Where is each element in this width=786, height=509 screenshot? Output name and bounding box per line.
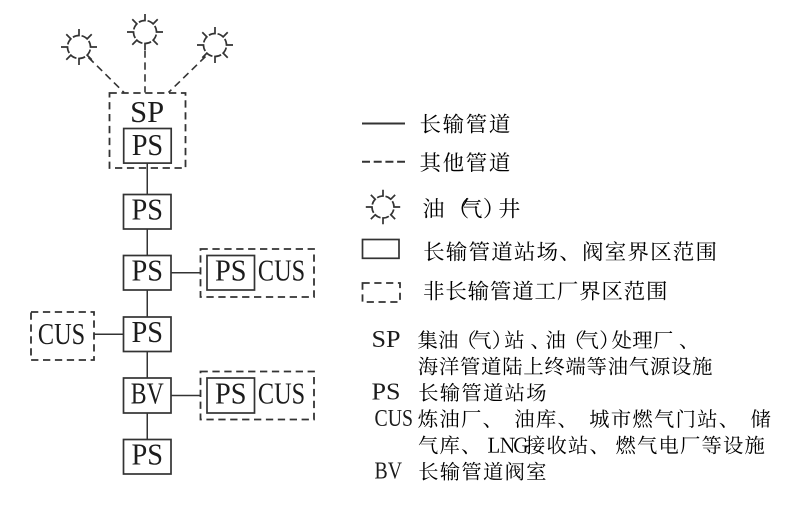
svg-text:BV: BV: [131, 375, 164, 410]
svg-text:PS: PS: [215, 253, 247, 288]
svg-text:PS: PS: [372, 380, 401, 406]
svg-text:PS: PS: [132, 253, 164, 288]
svg-text:PS: PS: [132, 127, 164, 162]
svg-text:SP: SP: [130, 94, 164, 129]
svg-text:PS: PS: [132, 437, 164, 472]
svg-text:BV: BV: [375, 458, 403, 484]
svg-text:PS: PS: [215, 375, 247, 410]
svg-text:CUS: CUS: [258, 375, 305, 410]
svg-text:CUS: CUS: [258, 253, 305, 288]
svg-text:PS: PS: [132, 192, 164, 227]
svg-text:PS: PS: [132, 314, 164, 349]
svg-text:SP: SP: [372, 327, 401, 353]
svg-text:CUS: CUS: [38, 316, 85, 351]
svg-text:CUS: CUS: [375, 406, 414, 432]
